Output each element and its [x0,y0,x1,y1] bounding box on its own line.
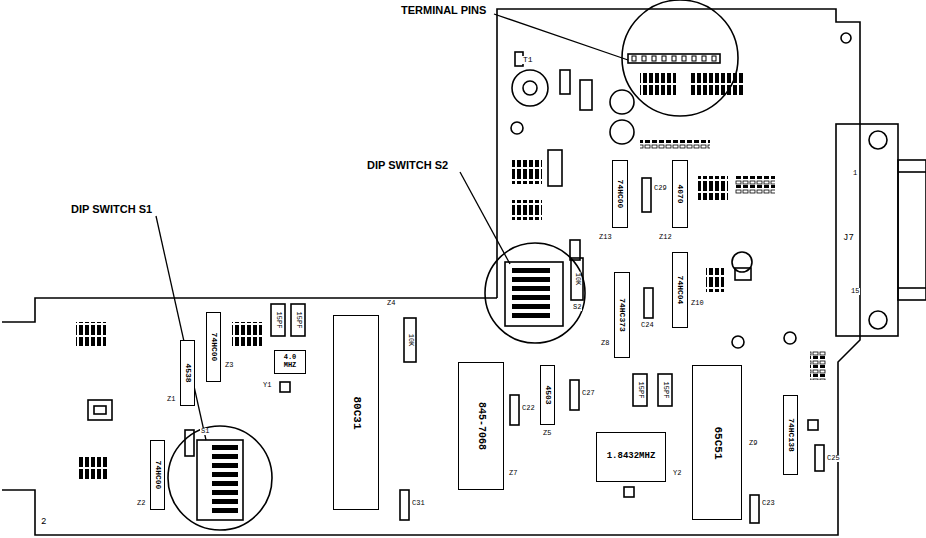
reference-designator: C25 [826,455,841,462]
ic-chip: 80C31 [333,315,379,510]
crystal: 1.8432MHZ [596,432,666,482]
reference-designator: Z7 [508,470,518,477]
reference-designator: Z9 [748,440,758,447]
part-number: 74HC373 [618,298,626,332]
reference-designator: Z4 [386,300,396,307]
ic-chip: 74HC00 [206,312,221,382]
ic-chip: 74HC00 [612,160,628,228]
part-number: 80C31 [351,396,362,429]
ic-chip: 845-7068 [458,362,504,490]
crystal: 4.0 MHZ [274,350,306,374]
reference-designator: Z10 [690,300,705,307]
reference-designator: C23 [761,500,776,507]
reference-designator: Z13 [598,234,613,241]
reference-designator: 15 [850,288,860,295]
ic-chip: 74HC138 [783,395,798,475]
part-number: 74HC00 [616,180,624,209]
part-number: 1.8432MHZ [600,452,661,462]
reference-designator: S2 [572,304,582,311]
ic-chip: 74HC04 [672,252,688,328]
ic-chip: 4070 [672,160,688,228]
part-number: 4538 [184,363,192,382]
part-number: 65C51 [712,426,723,459]
ic-chip: 65C51 [692,365,742,520]
part-number: 4503 [544,385,552,404]
part-number: 74HC138 [787,418,795,452]
reference-designator: C31 [411,500,426,507]
part-number: 74HC04 [676,276,684,305]
ic-chip: 4538 [180,340,195,406]
reference-designator: 15PF [637,381,644,400]
callout-label: TERMINAL PINS [400,5,487,16]
reference-designator: C24 [640,322,655,329]
reference-designator: T1 [522,56,534,64]
reference-designator: Z8 [600,340,610,347]
reference-designator: S1 [200,428,210,435]
ic-chip: 74HC00 [150,440,165,510]
reference-designator: 10K [407,333,414,348]
reference-designator: Z1 [166,396,176,403]
part-number: 845-7068 [476,402,486,450]
reference-designator: 15PF [295,311,302,330]
reference-designator: J7 [842,234,855,243]
reference-designator: Z5 [542,430,552,437]
reference-designator: Z12 [658,234,673,241]
reference-designator: C22 [521,405,536,412]
ic-chip: 74HC373 [614,272,630,358]
reference-designator: C27 [581,390,596,397]
reference-designator: Z2 [136,500,146,507]
reference-designator: 2 [40,518,47,527]
reference-designator: 15PF [275,311,282,330]
reference-designator: 15PF [662,381,669,400]
ic-chip: 4503 [540,365,555,425]
callout-label: DIP SWITCH S2 [366,160,449,171]
reference-designator: Y2 [672,470,682,477]
part-number: 74HC00 [154,461,162,490]
callout-label: DIP SWITCH S1 [70,204,153,215]
reference-designator: 1 [852,170,858,177]
reference-designator: Z3 [224,362,234,369]
part-number: 4070 [676,184,684,203]
reference-designator: Y1 [262,382,272,389]
reference-designator: 10K [574,272,581,287]
part-number: 4.0 MHZ [277,354,304,369]
reference-designator: C29 [653,185,668,192]
part-number: 74HC00 [210,333,218,362]
